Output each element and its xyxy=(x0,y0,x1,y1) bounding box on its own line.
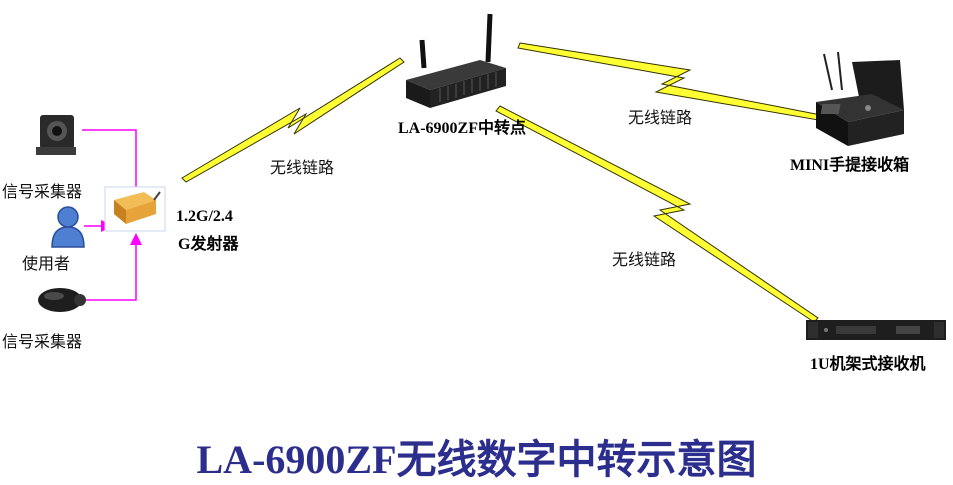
signal-arrow-bottom xyxy=(84,233,142,301)
transmitter-label-line1: 1.2G/2.4 xyxy=(176,208,233,225)
relay-label: LA-6900ZF中转点 xyxy=(398,120,527,137)
collector-bottom-label: 信号采集器 xyxy=(2,332,83,351)
wireless-link-3 xyxy=(495,105,819,323)
rack-receiver-icon xyxy=(806,320,946,340)
mini-box-label: MINI手提接收箱 xyxy=(790,157,910,174)
transmitter-label-line2: G发射器 xyxy=(178,236,239,253)
link-3-label: 无线链路 xyxy=(612,250,677,269)
relay-device-icon xyxy=(406,13,506,108)
wireless-link-1 xyxy=(181,57,405,183)
user-label: 使用者 xyxy=(22,254,71,273)
user-icon xyxy=(51,206,85,248)
diagram-title: LA-6900ZF无线数字中转示意图 xyxy=(196,437,757,482)
mini-receiver-box-icon xyxy=(816,51,904,146)
transmitter-icon xyxy=(104,186,166,232)
link-2-label: 无线链路 xyxy=(628,108,693,127)
rack-label: 1U机架式接收机 xyxy=(810,356,926,373)
camera-icon xyxy=(36,115,76,155)
collector-top-label: 信号采集器 xyxy=(2,182,83,201)
bullet-camera-icon xyxy=(38,288,86,312)
signal-arrow-top xyxy=(82,129,142,201)
link-1-label: 无线链路 xyxy=(270,158,335,177)
